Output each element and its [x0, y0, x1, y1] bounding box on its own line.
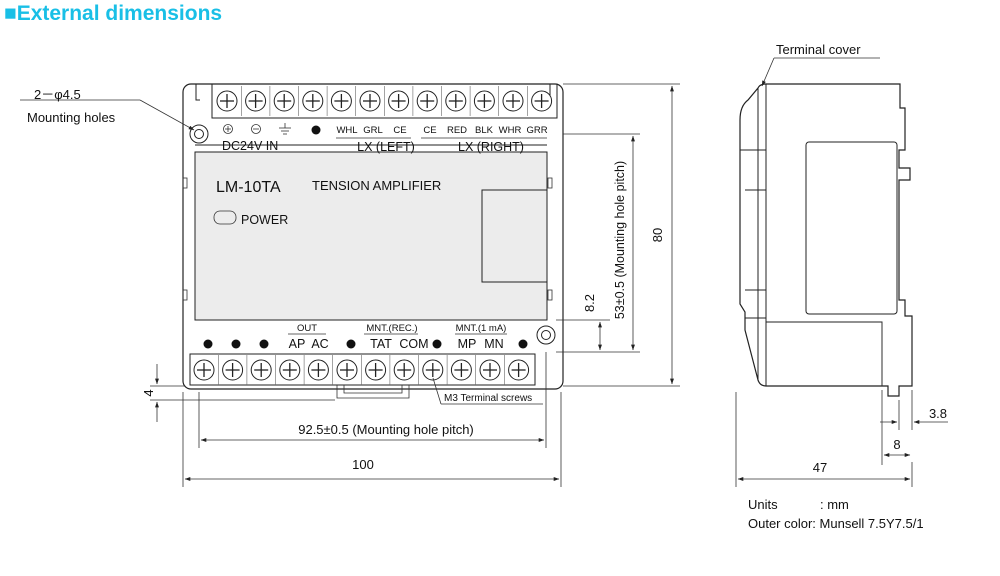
- dim-pitch-v-label: 53±0.5 (Mounting hole pitch): [613, 161, 627, 319]
- bottom-terminal-dot-3: [259, 339, 269, 349]
- power-in-label: DC24V IN: [222, 139, 278, 153]
- top-terminal-screw-8: [412, 86, 438, 116]
- top-terminal-screw-7: [383, 86, 410, 116]
- power-led-label: POWER: [241, 213, 288, 227]
- top-terminal-screw-4: [298, 86, 324, 116]
- product-label: TENSION AMPLIFIER: [312, 178, 441, 193]
- ground-icon: [279, 123, 291, 135]
- bottom-terminal-screws: [193, 355, 530, 385]
- units-value: : mm: [820, 497, 849, 512]
- top-terminal-screw-1: [216, 90, 238, 112]
- screws-label: M3 Terminal screws: [444, 393, 532, 404]
- terminal-label-mn: MN: [484, 337, 503, 351]
- terminal-label-tat: TAT: [370, 337, 392, 351]
- mounting-hole-count: 2－φ4.5: [34, 87, 81, 102]
- bottom-terminal-screw-12: [503, 355, 530, 385]
- lx-right-label: LX (RIGHT): [458, 140, 524, 154]
- terminal-label-grr: GRR: [526, 125, 547, 136]
- top-terminal-screw-10: [469, 86, 495, 116]
- terminal-label-ap: AP: [289, 337, 306, 351]
- top-terminal-screw-2: [241, 86, 267, 116]
- units-label: Units: [748, 497, 778, 512]
- side-window-panel: [805, 141, 898, 315]
- bottom-terminal-screw-9: [418, 355, 444, 385]
- bottom-terminal-dot-4: [346, 339, 356, 349]
- top-terminal-screw-11: [498, 86, 524, 116]
- bottom-terminal-block: [189, 353, 536, 386]
- bottom-terminal-screw-2: [218, 355, 244, 385]
- mounting-hole-bottom-right: [536, 325, 556, 345]
- model-label: LM-10TA: [216, 179, 281, 196]
- power-led: [213, 210, 237, 225]
- notes: Units : mm Outer color: Munsell 7.5Y7.5/…: [748, 497, 924, 531]
- outer-color-label: Outer color: Munsell 7.5Y7.5/1: [748, 516, 924, 531]
- section-heading: ■External dimensions: [4, 2, 223, 25]
- bottom-terminal-screw-11: [475, 355, 501, 385]
- heading-text: External dimensions: [16, 2, 223, 25]
- dim-8-2-label: 8.2: [582, 294, 597, 312]
- side-view: Terminal cover 3.8 8 47: [735, 42, 948, 487]
- bottom-terminal-screw-7: [360, 355, 387, 385]
- bottom-terminal-screw-1: [193, 359, 215, 381]
- terminal-label-whr: WHR: [499, 125, 522, 136]
- terminal-label-blk: BLK: [475, 125, 494, 136]
- bottom-terminal-screw-5: [303, 355, 329, 385]
- bottom-terminal-screw-10: [446, 355, 472, 385]
- lx-left-label: LX (LEFT): [357, 140, 415, 154]
- dim-height-label: 80: [650, 228, 665, 242]
- terminal-label-red: RED: [447, 125, 467, 136]
- bottom-terminal-dot-6: [518, 339, 528, 349]
- dim-depth-label: 47: [813, 460, 827, 475]
- mounting-hole-label: Mounting holes: [27, 110, 116, 125]
- top-terminal-screw-5: [326, 86, 352, 116]
- unused-terminal-dot: [311, 125, 321, 135]
- bottom-terminal-screw-6: [332, 355, 358, 385]
- terminal-label-ce-right: CE: [423, 125, 436, 136]
- terminal-label-grl: GRL: [363, 125, 383, 136]
- terminal-label-whl: WHL: [336, 125, 357, 136]
- bottom-terminal-screw-8: [389, 355, 415, 385]
- top-terminal-screw-6: [355, 86, 381, 116]
- bottom-terminal-dot-1: [203, 339, 213, 349]
- dim-8-label: 8: [893, 437, 900, 452]
- terminal-label-ce-left: CE: [393, 125, 406, 136]
- dim-width-label: 100: [352, 457, 374, 472]
- mounting-hole-top-left: [189, 124, 209, 144]
- terminal-label-ac: AC: [311, 337, 328, 351]
- dim-3-8-label: 3.8: [929, 406, 947, 421]
- bottom-terminal-screw-3: [246, 355, 272, 385]
- minus-terminal-icon: [251, 124, 261, 134]
- mnt-rec-group-label: MNT.(REC.): [366, 323, 417, 334]
- dim-pitch-h-label: 92.5±0.5 (Mounting hole pitch): [298, 422, 474, 437]
- terminal-label-com: COM: [399, 337, 428, 351]
- bottom-terminal-screw-4: [275, 355, 301, 385]
- bottom-terminal-dot-2: [231, 339, 241, 349]
- top-terminal-block: [211, 83, 558, 119]
- front-panel: [194, 151, 548, 321]
- terminal-label-mp: MP: [458, 337, 477, 351]
- top-terminal-screw-3: [269, 86, 295, 116]
- side-window: [481, 189, 548, 283]
- top-terminal-screws: [216, 86, 553, 116]
- cover-label: Terminal cover: [776, 42, 861, 57]
- mnt-1ma-group-label: MNT.(1 mA): [456, 323, 507, 334]
- bottom-terminal-dot-5: [432, 339, 442, 349]
- front-view: DC24V IN WHL GRL CE CE RED BLK WHR GRR L…: [20, 83, 680, 487]
- top-terminal-screw-12: [526, 86, 553, 116]
- dim-4-label: 4: [141, 389, 156, 396]
- top-terminal-screw-9: [441, 86, 467, 116]
- plus-terminal-icon: [223, 124, 233, 134]
- out-group-label: OUT: [297, 323, 317, 334]
